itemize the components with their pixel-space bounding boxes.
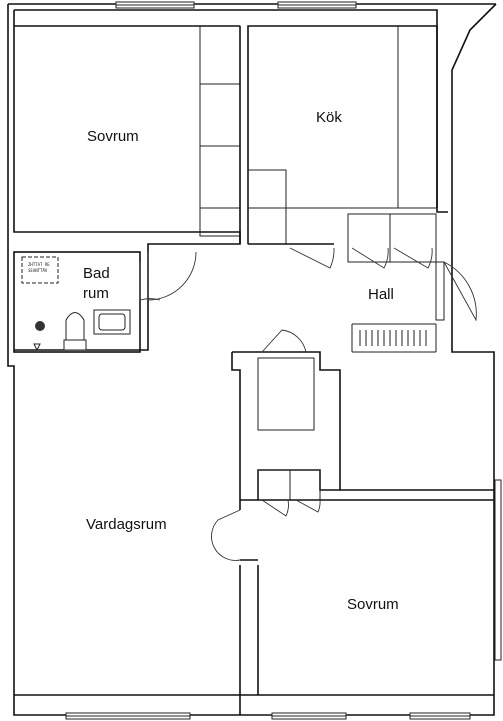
hall-room — [347, 213, 445, 353]
lower-rooms — [14, 499, 494, 715]
room-label-bathroom-1: Bad — [83, 265, 110, 282]
center-closets — [231, 351, 494, 510]
washer-label-1: ZHTTAT RE — [28, 262, 50, 267]
drain-marker — [33, 343, 41, 352]
windows — [65, 1, 502, 720]
washer-label-2: SEANTTÄV — [28, 268, 48, 273]
toilet-tank — [63, 339, 87, 351]
room-label-bedroom-top: Sovrum — [87, 128, 139, 145]
door-living-top — [261, 329, 307, 353]
floor-drain — [35, 321, 45, 331]
room-label-hall: Hall — [368, 286, 394, 303]
door-closet-a — [261, 499, 289, 517]
door-hall-closet-1 — [351, 247, 389, 269]
outer-walls — [7, 3, 497, 716]
room-label-kitchen: Kök — [316, 109, 342, 126]
door-living-bedroom — [211, 509, 241, 561]
bathroom-room: ZHTTAT RE SEANTTÄV — [13, 251, 141, 353]
toilet-bowl — [65, 312, 85, 341]
kitchen-room — [247, 25, 438, 245]
washing-machine — [21, 256, 59, 284]
coat-rack — [359, 330, 427, 346]
bedroom-top-room — [14, 25, 241, 244]
room-label-bedroom-bottom: Sovrum — [347, 596, 399, 613]
door-bathroom — [139, 262, 161, 301]
door-entrance — [443, 261, 477, 322]
entrance-door-frame — [435, 261, 445, 321]
door-kitchen — [289, 247, 335, 269]
doors — [139, 247, 477, 561]
room-label-living-room: Vardagsrum — [86, 516, 167, 533]
door-hall-closet-2 — [393, 247, 433, 269]
room-label-bathroom-2: rum — [83, 285, 109, 302]
door-closet-b — [295, 499, 321, 513]
door-bedroom-top — [147, 251, 197, 301]
